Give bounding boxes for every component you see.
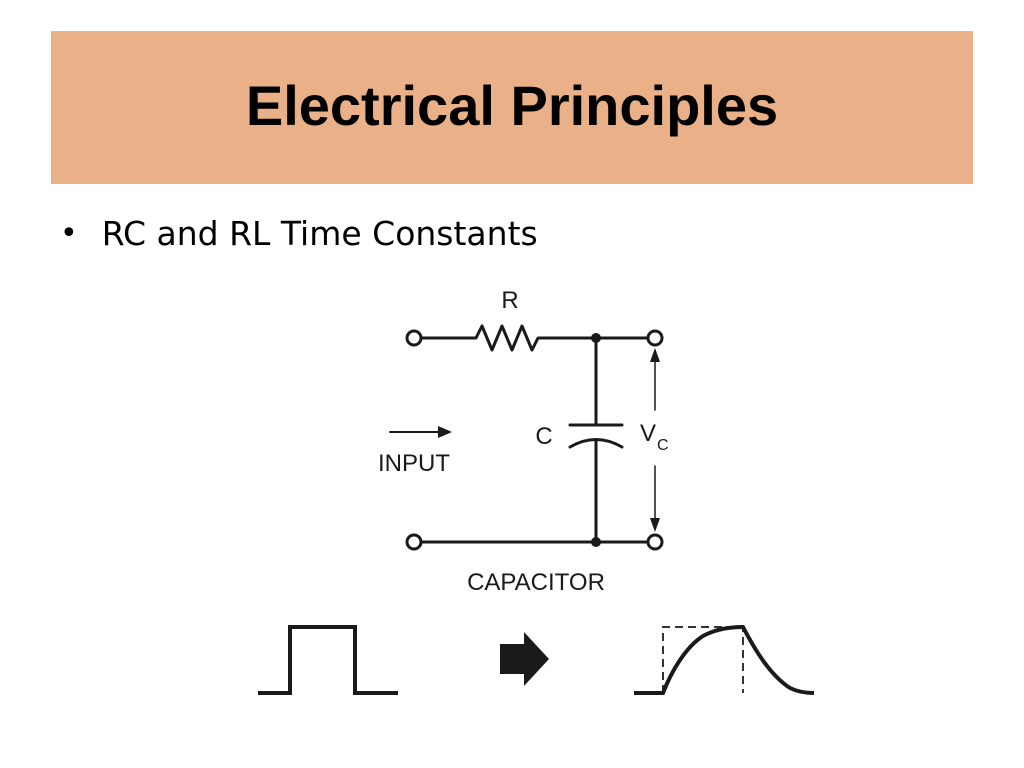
capacitor-label: C: [535, 423, 552, 450]
input-terminal-bottom: [405, 533, 423, 551]
input-terminal-top: [405, 329, 423, 347]
junction-top: [591, 333, 601, 343]
output-reference-pulse: [662, 626, 744, 693]
output-terminal-top: [646, 329, 664, 347]
output-charge-curve: [634, 624, 815, 695]
arrow-right-icon: [438, 426, 452, 438]
junction-bottom: [591, 537, 601, 547]
input-pulse-waveform: [258, 625, 398, 695]
slide-title: Electrical Principles: [245, 74, 779, 137]
top-wire: [419, 324, 650, 352]
output-terminal-bottom: [646, 533, 664, 551]
bullet-dot-icon: •: [60, 216, 78, 251]
title-bar: Electrical Principles: [51, 31, 973, 184]
vc-arrowhead-down: [650, 518, 660, 532]
voltage-label-sub: C: [657, 437, 669, 454]
voltage-label-main: V: [640, 420, 656, 447]
input-label: INPUT: [378, 450, 450, 477]
block-arrow-right-icon: [500, 632, 549, 686]
resistor-label: R: [501, 287, 518, 314]
bullet-text: RC and RL Time Constants: [101, 214, 538, 253]
vc-arrowhead-up: [650, 348, 660, 362]
bullet-item: • RC and RL Time Constants: [60, 214, 538, 253]
caption-label: CAPACITOR: [467, 569, 605, 596]
